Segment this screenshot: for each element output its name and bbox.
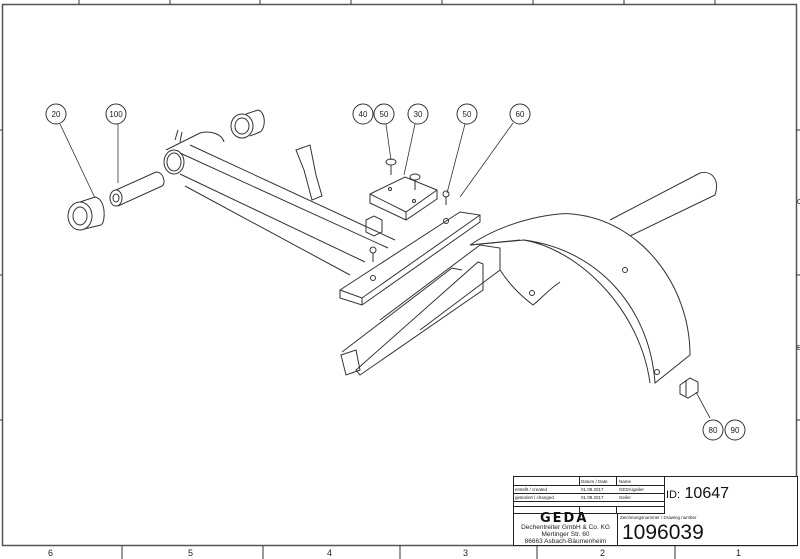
- svg-text:60: 60: [516, 110, 525, 119]
- changed-name: Geiler: [619, 495, 632, 500]
- balloon-80: 80: [702, 419, 724, 441]
- header-name: Name: [619, 479, 632, 484]
- shaft: [609, 171, 717, 237]
- balloon-50: 50: [373, 103, 395, 125]
- balloon-60: 60: [509, 103, 531, 125]
- drawing-frame: [1, 3, 798, 547]
- zone-row-c: C: [797, 199, 800, 206]
- leader-lines: [59, 122, 711, 419]
- header-date: Datum / Date: [581, 479, 608, 484]
- pin-part-100: [109, 171, 165, 207]
- svg-text:50: 50: [380, 110, 389, 119]
- changed-date: 01.08.2017: [581, 495, 604, 500]
- zone-col-5: 5: [188, 548, 194, 558]
- balloon-20: 20: [45, 103, 67, 125]
- plug-part-80-90: [679, 377, 699, 399]
- bushing-top: [230, 109, 265, 139]
- balloon-40: 40: [352, 103, 374, 125]
- svg-text:40: 40: [359, 110, 368, 119]
- svg-text:100: 100: [109, 110, 123, 119]
- balloon-30: 30: [407, 103, 429, 125]
- crossbar-part-60: [339, 211, 501, 376]
- created-label: erstellt / created: [515, 487, 548, 492]
- zone-col-4: 4: [327, 548, 333, 558]
- svg-text:20: 20: [52, 110, 61, 119]
- svg-text:80: 80: [709, 426, 718, 435]
- balloon-50b: 50: [456, 103, 478, 125]
- created-date: 01.08.2017: [581, 487, 604, 492]
- svg-text:30: 30: [414, 110, 423, 119]
- plate-part-30: [369, 176, 438, 221]
- screws: [365, 158, 450, 262]
- fender: [469, 213, 691, 384]
- company-name: Dechentreiter GmbH & Co. KG: [521, 524, 610, 531]
- id-value: 10647: [684, 485, 730, 502]
- balloon-100: 100: [105, 103, 127, 125]
- svg-text:90: 90: [731, 426, 740, 435]
- zone-col-2: 2: [600, 548, 606, 558]
- company-city: 86663 Asbach-Bäumenheim: [524, 538, 607, 545]
- zone-col-3: 3: [463, 548, 469, 558]
- changed-label: geändert / changed: [515, 495, 554, 500]
- id-label: ID:: [666, 489, 681, 501]
- zone-col-6: 6: [48, 548, 54, 558]
- created-name: GEDA\geiler: [619, 487, 645, 492]
- id-field: ID: 10647: [666, 485, 729, 504]
- main-beam: [163, 129, 396, 276]
- zone-col-1: 1: [736, 548, 742, 558]
- company-logo: GEDA: [540, 511, 589, 526]
- company-street: Mertinger Str. 60: [541, 531, 590, 538]
- drawing-number-label: Zeichnungsnummer / Drawing number: [620, 515, 697, 520]
- svg-text:50: 50: [463, 110, 472, 119]
- zone-row-b: B: [797, 345, 800, 352]
- bushing-part-20: [67, 196, 105, 231]
- balloon-90: 90: [724, 419, 746, 441]
- drawing-number: 1096039: [622, 521, 704, 544]
